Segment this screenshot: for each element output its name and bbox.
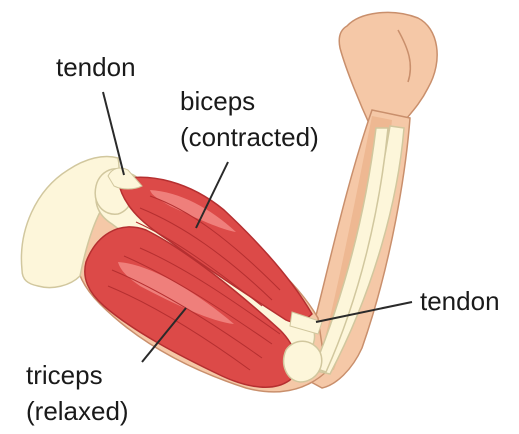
label-triceps-state: (relaxed) xyxy=(26,396,129,426)
label-triceps: triceps xyxy=(26,360,103,390)
label-tendon-lower: tendon xyxy=(420,286,500,316)
label-biceps: biceps xyxy=(180,86,255,116)
label-biceps-state: (contracted) xyxy=(180,122,319,152)
elbow xyxy=(284,341,322,382)
label-tendon-upper: tendon xyxy=(56,52,136,82)
hand xyxy=(339,12,437,130)
